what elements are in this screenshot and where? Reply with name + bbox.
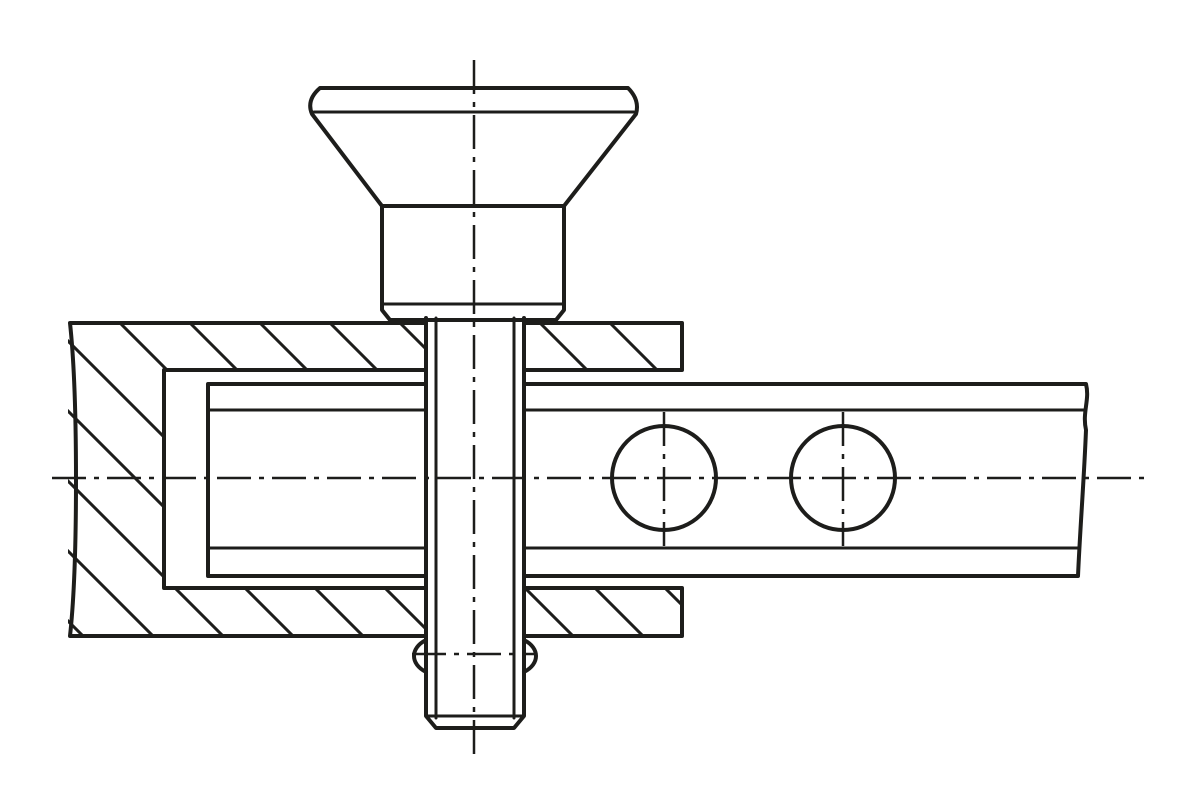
retaining-ring-right [522,638,538,674]
knob-outline [308,86,639,322]
sliding-bar [206,382,1090,578]
retaining-ring-left [412,638,428,674]
block-outline [68,321,684,638]
plunger-pin [412,316,538,730]
bar-outline [206,382,1090,578]
plunger-knob [308,86,639,322]
